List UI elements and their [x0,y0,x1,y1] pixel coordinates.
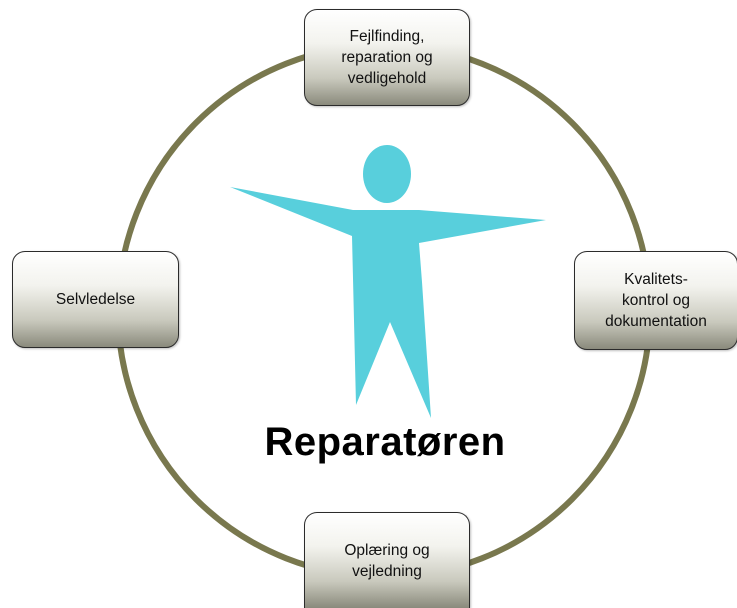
person-figure-icon [230,145,546,418]
node-troubleshooting-repair: Fejlfinding, reparation og vedligehold [304,9,470,106]
diagram-title: Reparatøren [264,420,506,464]
figure-head [363,145,411,203]
node-label: Fejlfinding, reparation og vedligehold [341,28,433,87]
node-label: Selvledelse [55,291,136,308]
node-label: Kvalitets- kontrol og dokumentation [605,271,707,330]
figure-body [230,187,546,418]
node-self-management: Selvledelse [12,251,179,348]
node-training-guidance: Oplæring og vejledning [304,512,470,608]
node-quality-control: Kvalitets- kontrol og dokumentation [574,251,737,350]
node-label: Oplæring og vejledning [344,541,430,580]
